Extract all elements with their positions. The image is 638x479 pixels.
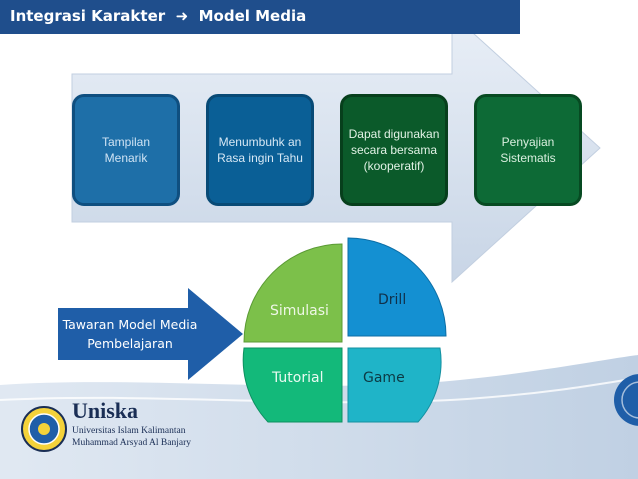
logo-subtitle-2: Muhammad Arsyad Al Banjary [72, 438, 191, 448]
arrow-right-icon: ➜ [170, 7, 194, 25]
title-suffix: Model Media [198, 7, 307, 25]
title-prefix: Integrasi Karakter [10, 7, 166, 25]
page-title: Integrasi Karakter ➜ Model Media [10, 7, 306, 25]
process-box-label: Menumbuhk an Rasa ingin Tahu [217, 134, 303, 165]
side-arrow-label: Tawaran Model Media Pembelajaran [62, 317, 198, 351]
quadrant-label-simulasi: Simulasi [270, 303, 329, 319]
logo-subtitle-1: Universitas Islam Kalimantan [72, 426, 186, 436]
process-box-label: Dapat digunakan secara bersama (kooperat… [348, 126, 440, 174]
logo-name: Uniska [72, 398, 139, 423]
quadrant-label-tutorial: Tutorial [272, 370, 324, 386]
process-box-label: Tampilan Menarik [101, 134, 151, 165]
process-box-kooperatif: Dapat digunakan secara bersama (kooperat… [340, 94, 448, 206]
process-box-rasa-ingin-tahu: Menumbuhk an Rasa ingin Tahu [206, 94, 314, 206]
side-arrow [58, 288, 243, 380]
quadrant-drill [347, 237, 447, 337]
quadrant-game [347, 347, 442, 423]
quadrant-diagram [242, 237, 447, 423]
quadrant-label-drill: Drill [378, 292, 407, 308]
process-box-sistematis: Penyajian Sistematis [474, 94, 582, 206]
process-box-tampilan: Tampilan Menarik [72, 94, 180, 206]
quadrant-simulasi [243, 243, 343, 343]
quadrant-tutorial [242, 347, 343, 423]
quadrant-label-game: Game [363, 370, 405, 386]
university-seal [21, 406, 67, 452]
title-bar: Integrasi Karakter ➜ Model Media [0, 0, 520, 34]
process-box-label: Penyajian Sistematis [500, 134, 556, 165]
